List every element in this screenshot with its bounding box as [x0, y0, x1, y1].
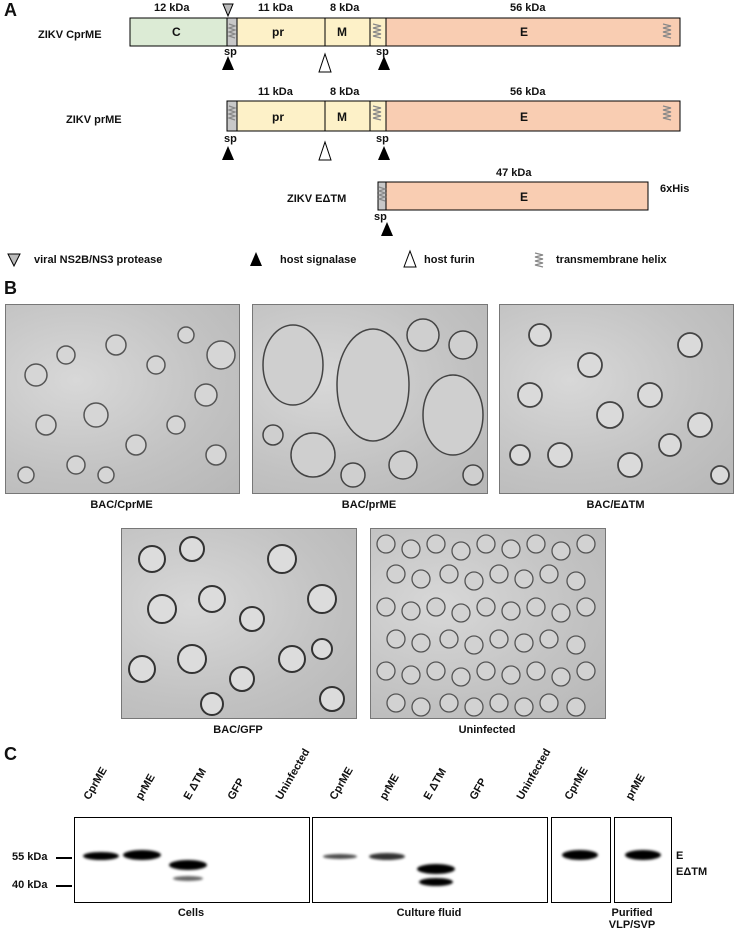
lane-label-fluid: E ΔTM	[421, 766, 450, 802]
kda-e-label: 56 kDa	[510, 86, 546, 98]
sp-label: sp	[376, 46, 389, 58]
kda-c-label: 12 kDa	[154, 2, 190, 14]
micrograph-label: BAC/CprME	[90, 499, 153, 511]
band-prme	[123, 850, 161, 860]
blot-culture-fluid	[312, 817, 548, 903]
panel-c-label: C	[4, 744, 17, 764]
band-prme	[369, 853, 405, 860]
domain-m-label: M	[337, 110, 347, 124]
kda-m-label: 8 kDa	[330, 2, 360, 14]
kda-m-label: 8 kDa	[330, 86, 360, 98]
construct-name-prme: ZIKV prME	[66, 114, 122, 126]
band-label-edtm: EΔTM	[676, 866, 708, 878]
construct-name-edtm: ZIKV EΔTM	[287, 193, 347, 205]
band-cprme	[562, 850, 598, 860]
construct-prme-bar	[222, 100, 681, 161]
micrograph-cprme	[5, 304, 240, 494]
marker-55: 55 kDa	[12, 851, 48, 863]
band-prme	[625, 850, 661, 860]
band-cprme	[83, 852, 119, 860]
legend-icons	[7, 249, 544, 268]
micrograph-prme	[252, 304, 488, 494]
lane-label-fluid: prME	[377, 772, 402, 802]
domain-pr-label: pr	[272, 110, 284, 124]
lane-label-cells: CprME	[81, 765, 110, 802]
lane-label-cells: Uninfected	[273, 746, 313, 802]
band-edtm-minor	[173, 876, 203, 881]
construct-cprme-bar	[129, 3, 681, 73]
band-edtm-minor	[419, 878, 453, 886]
construct-name-cprme: ZIKV CprME	[38, 29, 102, 41]
blot-cells	[74, 817, 310, 903]
domain-c-label: C	[172, 25, 181, 39]
lane-label-purified: CprME	[562, 765, 591, 802]
construct-edtm-bar	[377, 181, 649, 236]
blot-purified-prme	[614, 817, 672, 903]
legend-helix: transmembrane helix	[556, 254, 667, 266]
group-title-purified: Purified	[611, 907, 653, 919]
micrograph-gfp	[121, 528, 357, 719]
band-cprme	[323, 854, 357, 859]
sp-label: sp	[224, 46, 237, 58]
domain-e-label: E	[520, 110, 529, 124]
group-title-culture-fluid: Culture fluid	[396, 907, 462, 919]
kda-pr-label: 11 kDa	[258, 86, 293, 98]
group-title-vlp-svp: VLP/SVP	[608, 919, 656, 931]
lane-label-purified: prME	[623, 772, 648, 802]
sp-label: sp	[224, 133, 237, 145]
lane-label-fluid: Uninfected	[514, 746, 554, 802]
sp-label: sp	[374, 211, 387, 223]
lane-label-cells: GFP	[225, 776, 248, 802]
micrograph-uninfected	[370, 528, 606, 719]
micrograph-edtm	[499, 304, 734, 494]
marker-tick	[56, 885, 72, 887]
panel-a-label: A	[4, 0, 17, 20]
construct-diagram	[7, 3, 681, 268]
lane-label-fluid: CprME	[327, 765, 356, 802]
band-label-e: E	[676, 850, 684, 862]
micrograph-label: BAC/GFP	[213, 724, 263, 736]
legend-protease: viral NS2B/NS3 protease	[34, 254, 163, 266]
kda-e-label: 56 kDa	[510, 2, 546, 14]
his-tag-label: 6xHis	[660, 183, 690, 195]
lane-label-fluid: GFP	[467, 776, 490, 802]
panel-b-label: B	[4, 278, 17, 298]
domain-pr-label: pr	[272, 25, 284, 39]
lane-label-cells: prME	[133, 772, 158, 802]
blot-purified-cprme	[551, 817, 611, 903]
micrograph-label: Uninfected	[458, 724, 516, 736]
kda-e-label: 47 kDa	[496, 167, 532, 179]
domain-e-label: E	[520, 25, 529, 39]
lane-label-cells: E ΔTM	[181, 766, 210, 802]
legend-furin: host furin	[424, 254, 475, 266]
group-title-cells: Cells	[177, 907, 205, 919]
band-edtm	[169, 860, 207, 870]
kda-pr-label: 11 kDa	[258, 2, 293, 14]
sp-label: sp	[376, 133, 389, 145]
micrograph-label: BAC/prME	[341, 499, 397, 511]
marker-tick	[56, 857, 72, 859]
marker-40: 40 kDa	[12, 879, 48, 891]
micrograph-label: BAC/EΔTM	[586, 499, 645, 511]
domain-m-label: M	[337, 25, 347, 39]
band-edtm	[417, 864, 455, 874]
domain-e-label: E	[520, 190, 529, 204]
legend-signalase: host signalase	[280, 254, 357, 266]
